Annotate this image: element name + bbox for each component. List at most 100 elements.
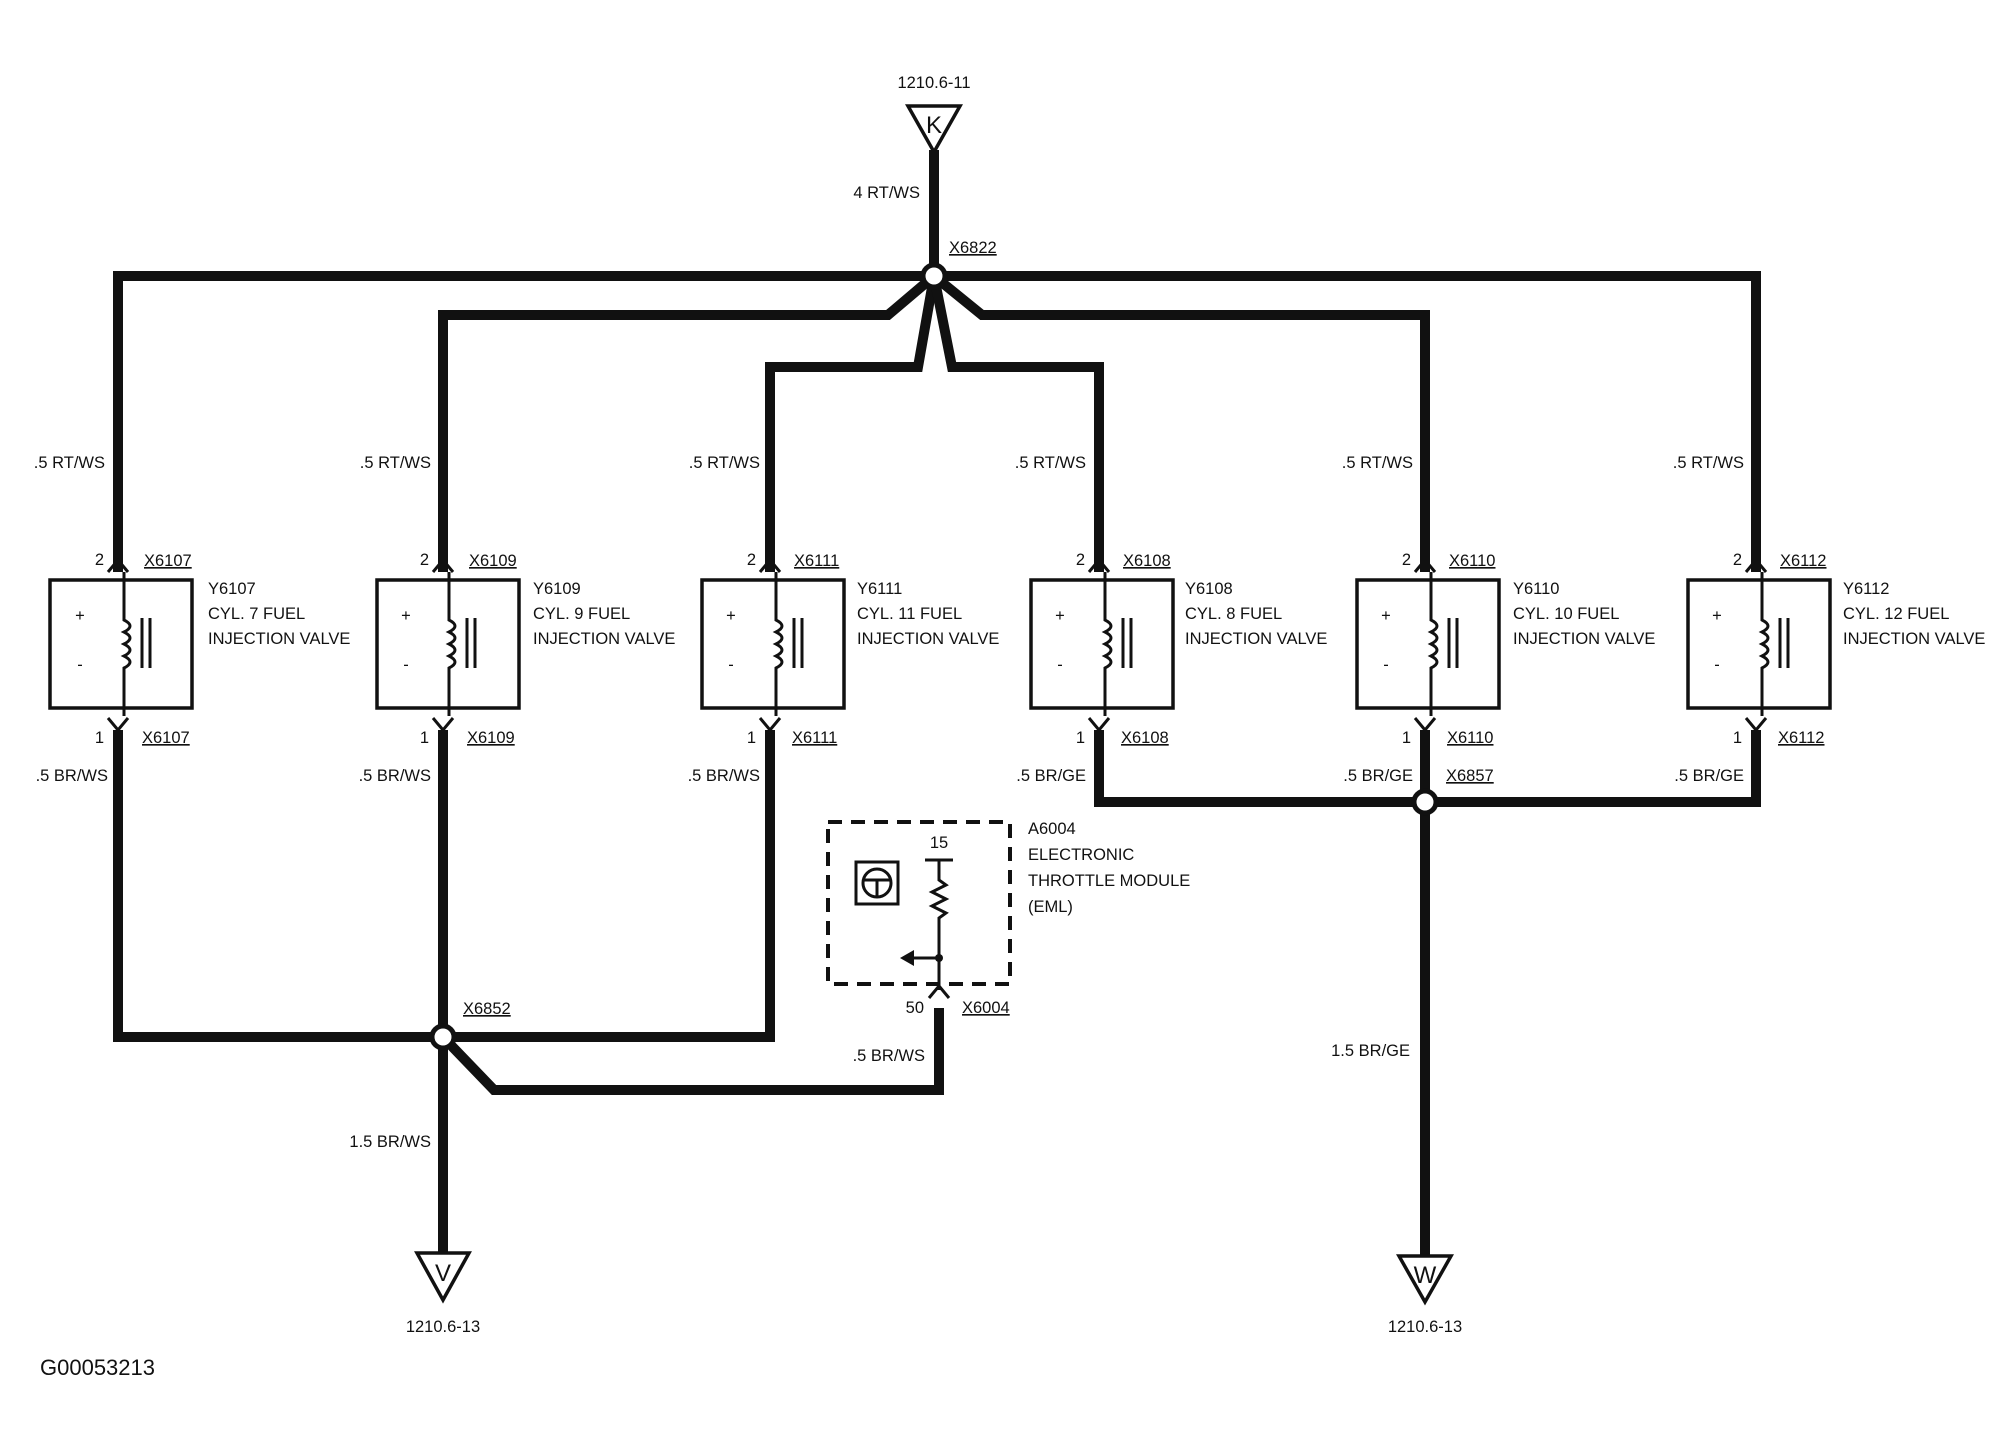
pin-arrow-bottom (431, 717, 455, 733)
module-line1: ELECTRONIC (1028, 846, 1134, 864)
injector-y6112: .5 RT/WS 2 X6112 + - Y6112 CYL. 12 FUEL … (1673, 454, 1986, 785)
pin-top: 2 (95, 551, 104, 569)
pin-top: 2 (1733, 551, 1742, 569)
injector-id: Y6111 (857, 580, 902, 598)
injector-cyl: CYL. 9 FUEL (533, 605, 630, 623)
coil-icon (120, 572, 132, 716)
connector-bottom-label: X6107 (142, 729, 190, 747)
injector-desc: INJECTION VALVE (1843, 630, 1985, 648)
pin-bottom: 1 (95, 729, 104, 747)
injector-id: Y6112 (1843, 580, 1890, 598)
throttle-symbol-valve (864, 878, 890, 896)
wiper-arrow-icon (900, 950, 914, 966)
connector-bottom-label: X6112 (1778, 729, 1825, 747)
injector-cyl: CYL. 10 FUEL (1513, 605, 1619, 623)
wire-top-label: .5 RT/WS (1673, 454, 1744, 472)
wire-top-label: .5 RT/WS (689, 454, 760, 472)
pin-arrow-bottom (1744, 717, 1768, 733)
pin-bottom: 1 (1733, 729, 1742, 747)
return-cyl7 (113, 730, 443, 1042)
injector-y6109: .5 RT/WS 2 X6109 + - Y6109 CYL. 9 FUEL I… (359, 454, 676, 785)
wire-bottom-label: .5 BR/GE (1016, 767, 1086, 785)
connector-bottom-label: X6111 (792, 729, 837, 747)
module-wire-label: .5 BR/WS (853, 1047, 925, 1065)
splice-x6852-label: X6852 (463, 1000, 511, 1018)
connector-top-label: X6109 (469, 552, 517, 570)
injector-id: Y6107 (208, 580, 256, 598)
splice-x6852-dot (429, 1023, 457, 1051)
splice-x6822-dot (920, 262, 948, 290)
wire-module-50 (439, 1008, 944, 1095)
pin-arrow-top (1413, 557, 1437, 573)
injector-cyl: CYL. 8 FUEL (1185, 605, 1282, 623)
injector-y6108: .5 RT/WS 2 X6108 + - Y6108 CYL. 8 FUEL I… (1015, 454, 1328, 785)
pin-top: 2 (747, 551, 756, 569)
bus-cyl12 (934, 271, 1761, 572)
pin-arrow-top (1087, 557, 1111, 573)
injector-desc: INJECTION VALVE (1513, 630, 1655, 648)
bus-cyl10 (930, 272, 1430, 572)
module-line2: THROTTLE MODULE (1028, 872, 1190, 890)
plus-sign: + (75, 607, 85, 625)
pin-bottom: 1 (1402, 729, 1411, 747)
wire-bottom-label: .5 BR/WS (359, 767, 431, 785)
plus-sign: + (1712, 607, 1722, 625)
connector-top-label: X6111 (794, 552, 839, 570)
connector-k-triangle (905, 104, 963, 156)
throttle-module-a6004: 15 50 X6004 .5 BR/WS A6004 ELECTRONIC TH… (826, 820, 1190, 1065)
splice-x6822-label: X6822 (949, 239, 997, 257)
injector-desc: INJECTION VALVE (1185, 630, 1327, 648)
bus-cyl7 (113, 271, 934, 572)
coil-icon (1758, 572, 1770, 716)
coil-icon (445, 572, 457, 716)
plus-sign: + (401, 607, 411, 625)
wire-bottom-label: .5 BR/WS (36, 767, 108, 785)
connector-w-letter: W (1414, 1262, 1437, 1289)
wire-bottom-label: .5 BR/GE (1674, 767, 1744, 785)
pin-arrow-top (758, 557, 782, 573)
minus-sign: - (1057, 656, 1063, 674)
injector-box (700, 578, 846, 710)
connector-k-letter: K (926, 112, 942, 139)
injector-y6107: .5 RT/WS 2 X6107 + - Y6107 CYL. 7 FUEL I… (34, 454, 351, 785)
minus-sign: - (403, 656, 409, 674)
injector-cyl: CYL. 11 FUEL (857, 605, 962, 623)
wire-label-left-out: 1.5 BR/WS (349, 1133, 431, 1151)
injector-id: Y6109 (533, 580, 581, 598)
wire-top-label: .5 RT/WS (34, 454, 105, 472)
injector-id: Y6108 (1185, 580, 1233, 598)
return-cyl11 (443, 730, 775, 1042)
connector-bottom-label: X6109 (467, 729, 515, 747)
plus-sign: + (1055, 607, 1065, 625)
return-cyl8 (1094, 730, 1425, 807)
pin-arrow-top (431, 557, 455, 573)
coil-icon (1427, 572, 1439, 716)
pin-bottom: 1 (420, 729, 429, 747)
module-line3: (EML) (1028, 898, 1073, 916)
wire-label-top: 4 RT/WS (853, 184, 920, 202)
bottom-right-sheet-ref: 1210.6-13 (1388, 1318, 1462, 1336)
minus-sign: - (1714, 656, 1720, 674)
connector-w-triangle (1396, 1254, 1454, 1306)
pin-top: 2 (1076, 551, 1085, 569)
minus-sign: - (1383, 656, 1389, 674)
wire-bottom-label: .5 BR/WS (688, 767, 760, 785)
plus-sign: + (1381, 607, 1391, 625)
injector-y6111: .5 RT/WS 2 X6111 + - Y6111 CYL. 11 FUEL … (688, 454, 1000, 785)
top-sheet-ref: 1210.6-11 (897, 74, 970, 92)
connector-bottom-label: X6108 (1121, 729, 1169, 747)
injector-id: Y6110 (1513, 580, 1560, 598)
coil-icon (1101, 572, 1113, 716)
injector-cyl: CYL. 12 FUEL (1843, 605, 1949, 623)
pin-bottom: 1 (747, 729, 756, 747)
wire-top-label: .5 RT/WS (1342, 454, 1413, 472)
wire-top-label: .5 RT/WS (360, 454, 431, 472)
wire-label-right-out: 1.5 BR/GE (1331, 1042, 1410, 1060)
injector-desc: INJECTION VALVE (533, 630, 675, 648)
throttle-symbol-circle (861, 867, 893, 899)
injector-cyl: CYL. 7 FUEL (208, 605, 305, 623)
wire-bottom-label: .5 BR/GE (1343, 767, 1413, 785)
injector-desc: INJECTION VALVE (208, 630, 350, 648)
minus-sign: - (77, 656, 83, 674)
